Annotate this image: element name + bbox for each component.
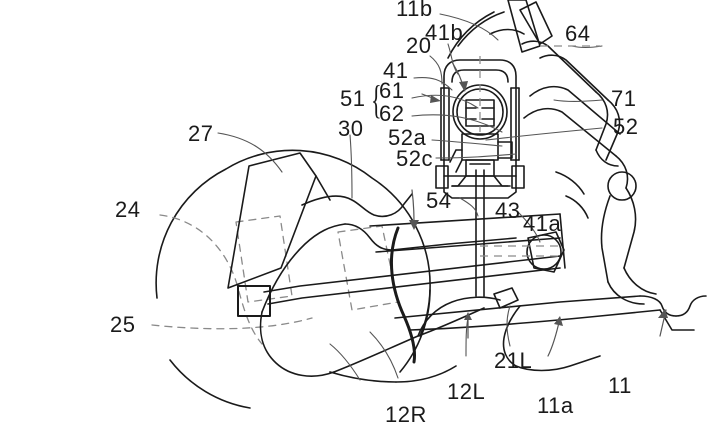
label-20: 20 — [406, 33, 432, 58]
label-21L: 21L — [494, 348, 533, 373]
label-11b: 11b — [396, 0, 433, 21]
brace-51: { — [371, 77, 382, 122]
label-43: 43 — [495, 198, 521, 223]
label-71: 71 — [611, 86, 637, 111]
label-52c: 52c — [396, 146, 433, 171]
label-12R: 12R — [385, 402, 427, 427]
label-11a: 11a — [537, 393, 574, 418]
label-12L: 12L — [447, 379, 486, 404]
label-52: 52 — [613, 114, 639, 139]
label-62: 62 — [379, 101, 405, 126]
label-25: 25 — [110, 312, 136, 337]
detail-circle — [155, 149, 431, 409]
label-54: 54 — [426, 188, 452, 213]
part-21L — [493, 287, 519, 309]
patent-figure: 11b 41b 20 41 51 { 61 62 52a 52c 30 27 2… — [110, 0, 707, 426]
label-41b: 41b — [425, 20, 464, 45]
track-assembly — [329, 365, 457, 383]
label-24: 24 — [115, 197, 141, 222]
drawing-canvas — [151, 0, 707, 409]
label-30: 30 — [338, 116, 364, 141]
boom-64 — [489, 0, 541, 53]
rod-43 — [469, 163, 491, 297]
label-61: 61 — [379, 78, 405, 103]
pivot-41a — [526, 231, 565, 273]
attachment-27 — [227, 152, 331, 289]
body-outline-right — [555, 171, 589, 219]
label-64: 64 — [565, 21, 591, 46]
clevis-41a — [435, 165, 525, 199]
label-27: 27 — [188, 121, 214, 146]
label-41: 41 — [383, 58, 409, 83]
label-52a: 52a — [388, 125, 427, 150]
center-lines — [479, 45, 600, 257]
label-11: 11 — [608, 373, 632, 398]
label-41a: 41a — [523, 211, 562, 236]
pin-block — [237, 285, 271, 317]
label-51: 51 — [340, 86, 366, 111]
flex-hose — [389, 226, 416, 364]
swing-bracket-11b — [447, 11, 505, 59]
leader-lines — [217, 13, 603, 381]
hydraulic-rod-54 — [263, 213, 566, 305]
linkage-30 — [259, 193, 517, 377]
arrow-leaders — [409, 61, 668, 357]
